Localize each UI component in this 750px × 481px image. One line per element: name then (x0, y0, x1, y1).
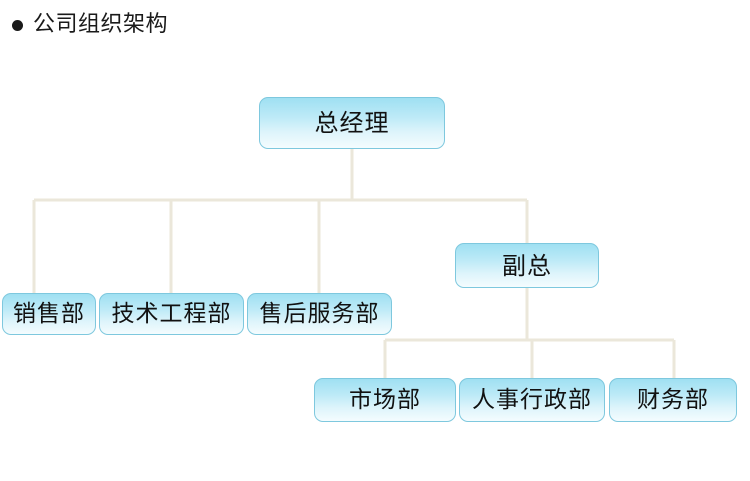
org-node-label: 人事行政部 (472, 387, 592, 413)
org-node-marketing[interactable]: 市场部 (314, 378, 456, 422)
org-node-label: 售后服务部 (259, 301, 380, 327)
org-node-label: 财务部 (637, 387, 709, 413)
bullet-dot-icon (12, 19, 23, 31)
org-node-tech[interactable]: 技术工程部 (99, 293, 244, 335)
page-title-label: 公司组织架构 (33, 12, 169, 37)
org-node-hr[interactable]: 人事行政部 (459, 378, 605, 422)
org-node-vp[interactable]: 副总 (455, 243, 599, 288)
org-node-label: 销售部 (13, 301, 85, 327)
org-node-aftersales[interactable]: 售后服务部 (247, 293, 392, 335)
org-node-label: 总经理 (314, 109, 390, 137)
org-node-label: 市场部 (349, 387, 421, 413)
page-title: 公司组织架构 (12, 12, 168, 38)
org-node-label: 副总 (502, 251, 552, 280)
org-node-finance[interactable]: 财务部 (609, 378, 737, 422)
org-node-sales[interactable]: 销售部 (2, 293, 96, 335)
org-node-gm[interactable]: 总经理 (259, 97, 445, 149)
org-node-label: 技术工程部 (111, 301, 232, 327)
